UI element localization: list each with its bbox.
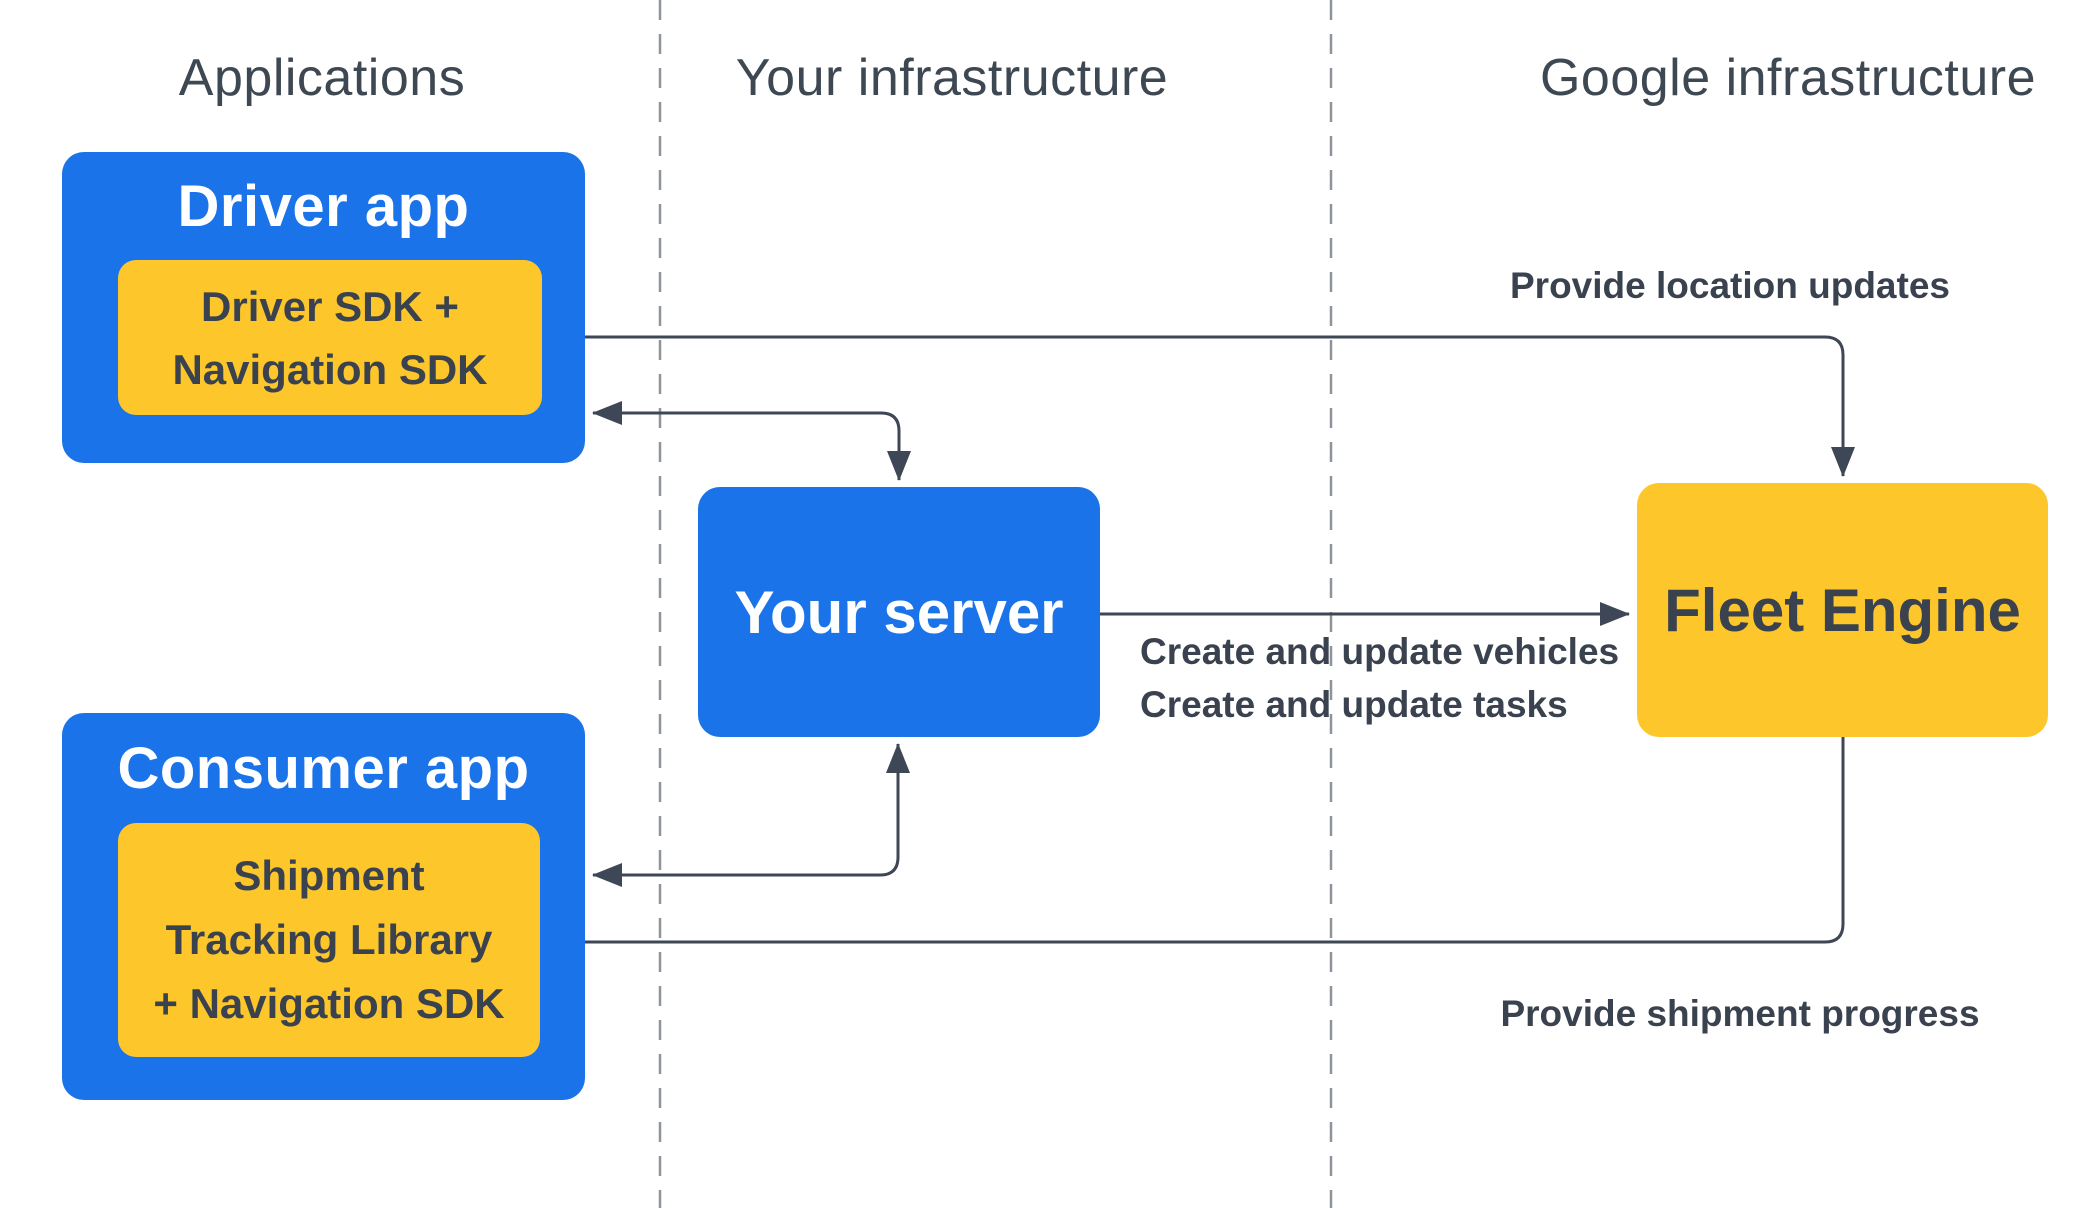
driver-sdk-line-2: Navigation SDK <box>172 345 488 393</box>
arrow-driver-app-your-server <box>592 401 911 481</box>
fleet-engine-node: Fleet Engine <box>1637 483 2048 737</box>
your-server-title: Your server <box>734 578 1064 646</box>
consumer-app-title: Consumer app <box>117 735 530 801</box>
column-header-applications: Applications <box>178 49 466 107</box>
arrow-fleet-engine-shipment-library <box>548 737 1845 954</box>
edge-label-create-update-tasks: Create and update tasks <box>1140 684 1568 725</box>
shipment-tracking-line-2: Tracking Library <box>165 916 493 963</box>
edge-label-provide-shipment-progress: Provide shipment progress <box>1500 993 1980 1034</box>
driver-sdk-node: Driver SDK + Navigation SDK <box>118 260 542 415</box>
column-header-your-infrastructure: Your infrastructure <box>735 49 1169 107</box>
your-server-node: Your server <box>698 487 1100 737</box>
fleet-engine-title: Fleet Engine <box>1664 576 2021 644</box>
column-header-google-infrastructure: Google infrastructure <box>1539 49 2037 107</box>
driver-sdk-label: Driver SDK + Navigation SDK <box>118 260 542 415</box>
shipment-tracking-line-1: Shipment <box>233 852 425 899</box>
arrow-fleet-engine-driver-sdk <box>550 325 1855 477</box>
arrow-your-server-consumer-app <box>592 743 910 887</box>
shipment-tracking-library-label: Shipment Tracking Library + Navigation S… <box>118 823 540 1057</box>
shipment-tracking-library-node: Shipment Tracking Library + Navigation S… <box>118 823 540 1057</box>
edge-label-provide-location-updates: Provide location updates <box>1510 265 1950 306</box>
edge-label-create-update: Create and update vehicles Create and up… <box>1140 625 1619 731</box>
shipment-tracking-line-3: + Navigation SDK <box>153 980 505 1027</box>
driver-sdk-line-1: Driver SDK + <box>201 282 459 330</box>
edge-label-create-update-vehicles: Create and update vehicles <box>1140 631 1620 672</box>
driver-app-title: Driver app <box>177 173 470 239</box>
